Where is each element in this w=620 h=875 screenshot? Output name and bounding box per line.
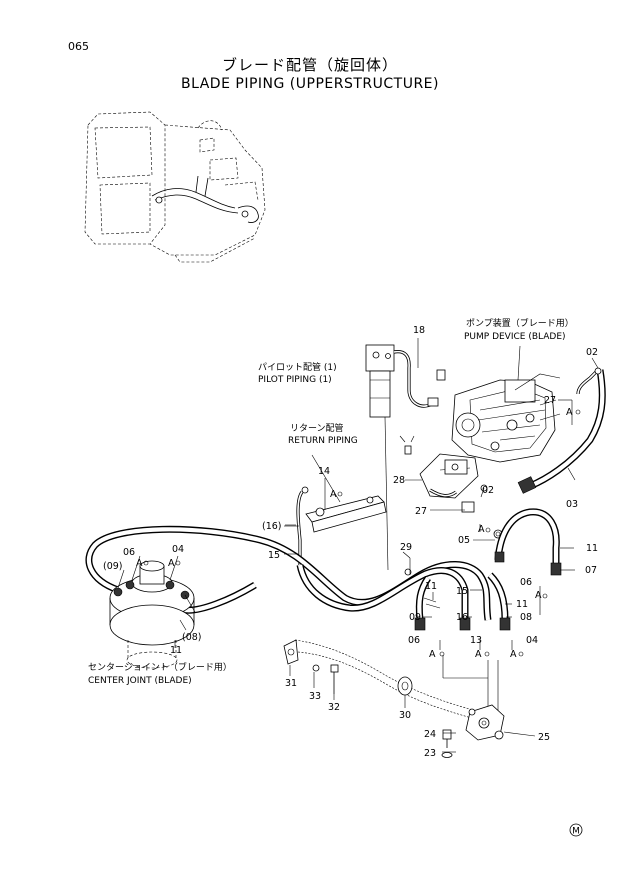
pilot-piping-label-jp: パイロット配管 (1) xyxy=(258,361,337,373)
m-mark-icon: M xyxy=(569,823,583,837)
callout-06: 06 xyxy=(123,547,135,558)
callout-24: 24 xyxy=(424,729,436,740)
callout-25: 25 xyxy=(538,732,550,743)
callout-32: 32 xyxy=(328,702,340,713)
callout-a: A xyxy=(330,489,337,500)
callout-04: 04 xyxy=(526,635,538,646)
callout-11: 11 xyxy=(516,599,528,610)
callout-15: 15 xyxy=(268,550,280,561)
callout-27: 27 xyxy=(544,395,556,406)
callout-a: A xyxy=(478,524,485,535)
callout-28: 28 xyxy=(393,475,405,486)
callout-33: 33 xyxy=(309,691,321,702)
callout-11: 11 xyxy=(586,543,598,554)
blade-hoses xyxy=(85,508,562,631)
center-joint-label: CENTER JOINT (BLADE) xyxy=(88,676,192,686)
callout-05: 05 xyxy=(458,535,470,546)
callout-16: (16) xyxy=(262,521,282,532)
callout-06: 06 xyxy=(520,577,532,588)
callout-04: 04 xyxy=(172,544,184,555)
callout-08: (08) xyxy=(182,632,202,643)
hose-03 xyxy=(517,367,606,494)
page-title-japanese: ブレード配管（旋回体） xyxy=(221,56,398,74)
pilot-block xyxy=(365,338,446,571)
return-piping xyxy=(285,454,387,565)
part-callouts: 18 02 27 A 28 02 27 03 14 A (16) 15 29 0… xyxy=(103,325,598,759)
callout-18: 18 xyxy=(413,325,425,336)
callout-09: 09 xyxy=(409,612,421,623)
pump-device-label: PUMP DEVICE (BLADE) xyxy=(464,332,566,342)
callout-a: A xyxy=(535,590,542,601)
return-piping-label-jp: リターン配管 xyxy=(290,422,344,434)
center-joint xyxy=(109,560,196,669)
lower-piping xyxy=(283,639,505,758)
callout-08: 08 xyxy=(520,612,532,623)
callout-15: 15 xyxy=(456,586,468,597)
callout-31: 31 xyxy=(285,678,297,689)
callout-16: 16 xyxy=(456,612,468,623)
center-joint-label-jp: センタージョイント（ブレード用） xyxy=(88,661,232,673)
callout-02: 02 xyxy=(586,347,598,358)
callout-13: 13 xyxy=(470,635,482,646)
callout-a: A xyxy=(136,558,143,569)
callout-a: A xyxy=(566,407,573,418)
callout-a: A xyxy=(510,649,517,660)
callout-29: 29 xyxy=(400,542,412,553)
callout-09: (09) xyxy=(103,561,123,572)
page-title: BLADE PIPING (UPPERSTRUCTURE) xyxy=(181,76,439,92)
callout-14: 14 xyxy=(318,466,330,477)
pilot-piping-label: PILOT PIPING (1) xyxy=(258,375,332,385)
callout-11: 11 xyxy=(170,645,182,656)
leader-lines xyxy=(117,357,599,753)
callout-a: A xyxy=(475,649,482,660)
callout-02: 02 xyxy=(482,485,494,496)
callout-27: 27 xyxy=(415,506,427,517)
callout-a: A xyxy=(168,558,175,569)
bracket-28 xyxy=(399,435,503,539)
callout-a: A xyxy=(429,649,436,660)
excavator-sketch xyxy=(84,111,266,263)
callout-11: 11 xyxy=(425,581,437,592)
return-piping-label: RETURN PIPING xyxy=(288,436,358,446)
page-number: 065 xyxy=(68,40,89,53)
callout-03: 03 xyxy=(566,499,578,510)
callout-30: 30 xyxy=(399,710,411,721)
callout-23: 23 xyxy=(424,748,436,759)
m-mark-text: M xyxy=(572,827,580,837)
assembly-labels: ポンプ装置（ブレード用） PUMP DEVICE (BLADE) パイロット配管… xyxy=(88,317,574,686)
connector-circles xyxy=(143,409,581,657)
callout-06: 06 xyxy=(408,635,420,646)
callout-07: 07 xyxy=(585,565,597,576)
pump-device xyxy=(451,345,561,463)
pump-device-label-jp: ポンプ装置（ブレード用） xyxy=(466,317,574,329)
